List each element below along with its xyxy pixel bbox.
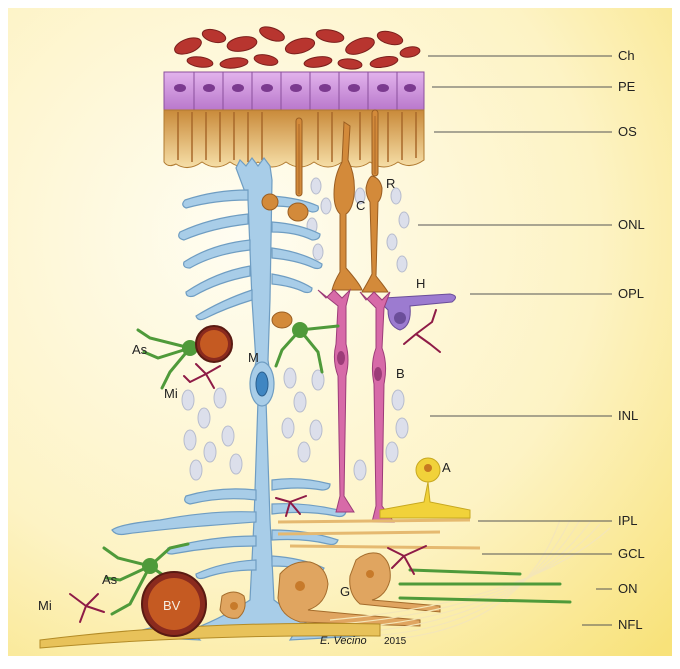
label-inl: INL [618,408,638,423]
outer-segments-layer [164,110,424,168]
label-gcl: GCL [618,546,645,561]
label-blood-vessel: BV [163,598,181,613]
label-astrocyte-top: As [132,342,148,357]
label-os: OS [618,124,637,139]
label-rod: R [386,176,395,191]
label-pe: PE [618,79,636,94]
label-horizontal: H [416,276,425,291]
label-onl: ONL [618,217,645,232]
label-ganglion: G [340,584,350,599]
label-nfl: NFL [618,617,643,632]
label-ipl: IPL [618,513,638,528]
muller-nucleus [256,372,268,396]
label-microglia-bottom: Mi [38,598,52,613]
label-on: ON [618,581,638,596]
pigment-epithelium-layer [164,72,424,110]
label-bipolar: B [396,366,405,381]
year: 2015 [384,636,407,647]
label-muller: M [248,350,259,365]
label-amacrine: A [442,460,451,475]
label-cone: C [356,198,365,213]
label-opl: OPL [618,286,644,301]
label-ch: Ch [618,48,635,63]
label-astrocyte-bottom: As [102,572,118,587]
label-microglia-top: Mi [164,386,178,401]
signature: E. Vecino [320,635,367,647]
top-vessel [196,326,232,362]
